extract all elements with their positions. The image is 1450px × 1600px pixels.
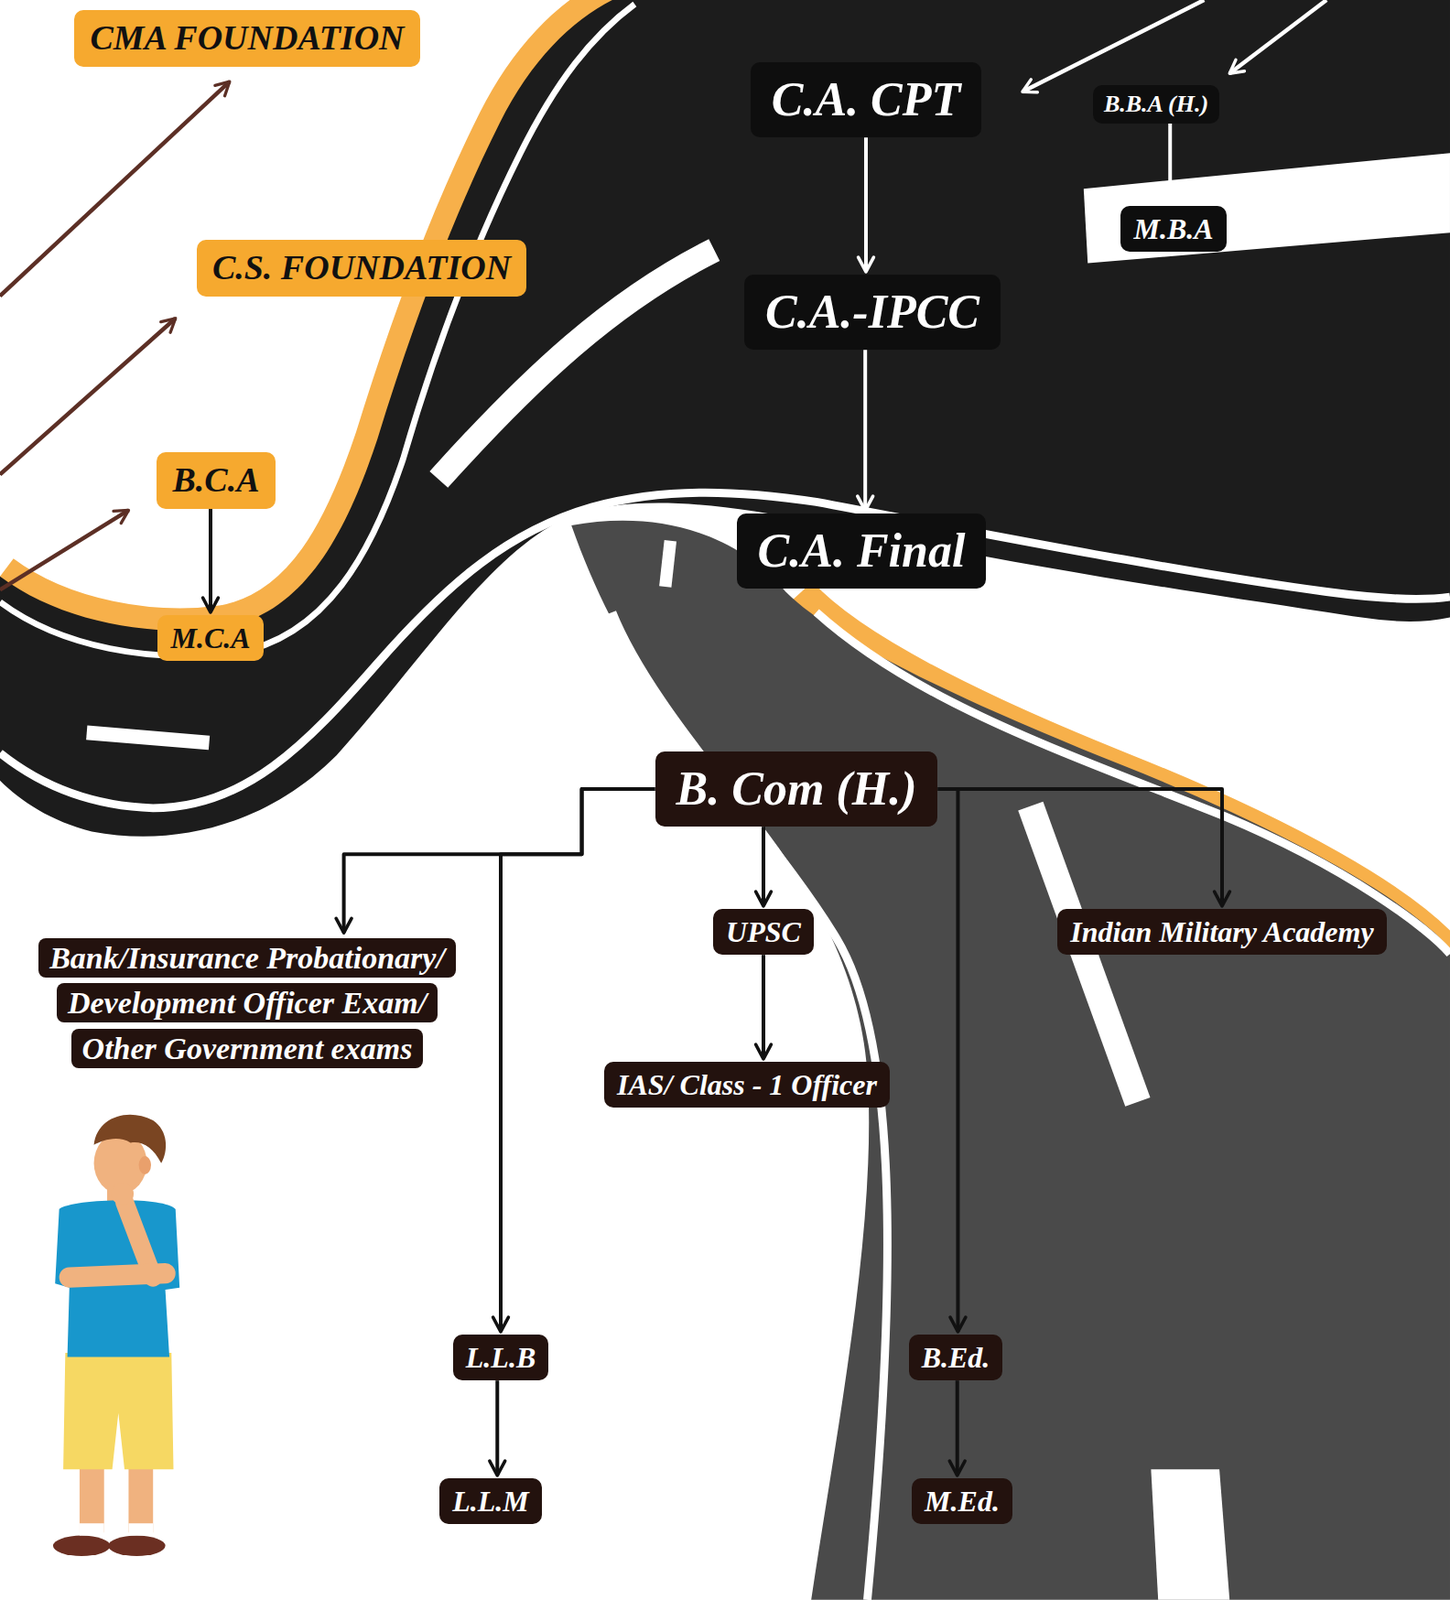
leg: [79, 1467, 105, 1533]
career-box: L.L.B: [453, 1334, 549, 1381]
node-label: B. Com (H.): [676, 760, 918, 818]
exam-box: C.S. FOUNDATION: [196, 239, 527, 297]
course-box: B.C.A: [156, 452, 275, 509]
connector-arrow: [495, 1380, 499, 1476]
shoe: [53, 1536, 110, 1557]
node-label: C.A. Final: [757, 522, 966, 580]
pointer-arrow: [0, 81, 230, 296]
connector-arrow: [208, 508, 213, 613]
node-label: CMA FOUNDATION: [89, 17, 404, 60]
career-box: Bank/Insurance Probationary/ Development…: [27, 935, 467, 1072]
pointer-arrow: [0, 509, 129, 590]
course-box: M.B.A: [1120, 205, 1226, 252]
shorts: [63, 1352, 174, 1470]
career-box: M.Ed.: [911, 1478, 1013, 1525]
connector-arrow: [863, 349, 867, 511]
connector-arrow: [864, 137, 868, 272]
node-label: IAS/ Class - 1 Officer: [616, 1067, 877, 1103]
ear: [139, 1156, 152, 1175]
connector-arrow: [937, 789, 958, 1332]
connector-arrow: [761, 954, 766, 1060]
hand: [111, 1182, 135, 1206]
node-label: Bank/Insurance Probationary/ Development…: [38, 938, 456, 1069]
course-box: C.A. Final: [736, 513, 987, 589]
lane-marking: [665, 541, 671, 587]
career-box: L.L.M: [439, 1478, 542, 1525]
hair: [94, 1114, 167, 1164]
leg: [128, 1467, 153, 1533]
node-label: L.L.B: [465, 1340, 536, 1375]
connector-arrow: [937, 789, 1223, 907]
course-box: C.A.-IPCC: [744, 274, 1001, 350]
node-label: B.B.A (H.): [1103, 89, 1209, 119]
node-label: B.C.A: [172, 459, 260, 502]
sock: [79, 1523, 105, 1536]
course-box: B.B.A (H.): [1092, 85, 1220, 123]
connector-arrow: [1168, 123, 1172, 204]
career-box: B.Ed.: [908, 1334, 1004, 1381]
lane-marking: [0, 3, 635, 656]
pointer-arrow: [0, 318, 176, 476]
course-box: C.A. CPT: [750, 62, 983, 138]
person-figure: [53, 1114, 180, 1557]
course-box: M.C.A: [157, 615, 263, 661]
exam-box: CMA FOUNDATION: [74, 10, 420, 67]
road-surface: [571, 520, 1450, 1600]
node-label: M.B.A: [1133, 211, 1213, 247]
pointer-arrow: [1229, 0, 1327, 74]
sock: [128, 1523, 153, 1536]
node-label: C.S. FOUNDATION: [212, 247, 511, 290]
node-label: M.Ed.: [924, 1483, 1000, 1519]
node-label: C.A. CPT: [771, 71, 962, 129]
lane-marking: [1083, 152, 1450, 263]
career-box: IAS/ Class - 1 Officer: [604, 1061, 890, 1108]
connector-arrow: [955, 1380, 960, 1476]
shirt: [54, 1200, 180, 1357]
road-surface: [0, 0, 1450, 837]
connector-arrow: [500, 789, 656, 1332]
arm: [69, 1273, 166, 1277]
career-box: Indian Military Academy: [1057, 908, 1386, 955]
node-label: UPSC: [725, 914, 801, 950]
career-box: UPSC: [713, 908, 814, 955]
node-label: Indian Military Academy: [1070, 914, 1374, 950]
node-label: L.L.M: [452, 1483, 530, 1519]
connector-arrow: [761, 826, 766, 907]
node-label: B.Ed.: [921, 1340, 991, 1375]
pointer-arrow: [1022, 0, 1204, 92]
node-label: C.A.-IPCC: [765, 283, 980, 341]
lane-marking: [86, 732, 210, 743]
node-label: M.C.A: [170, 620, 250, 656]
lane-marking: [1150, 1469, 1230, 1600]
shoe: [108, 1536, 165, 1557]
root-box: B. Com (H.): [655, 751, 939, 827]
